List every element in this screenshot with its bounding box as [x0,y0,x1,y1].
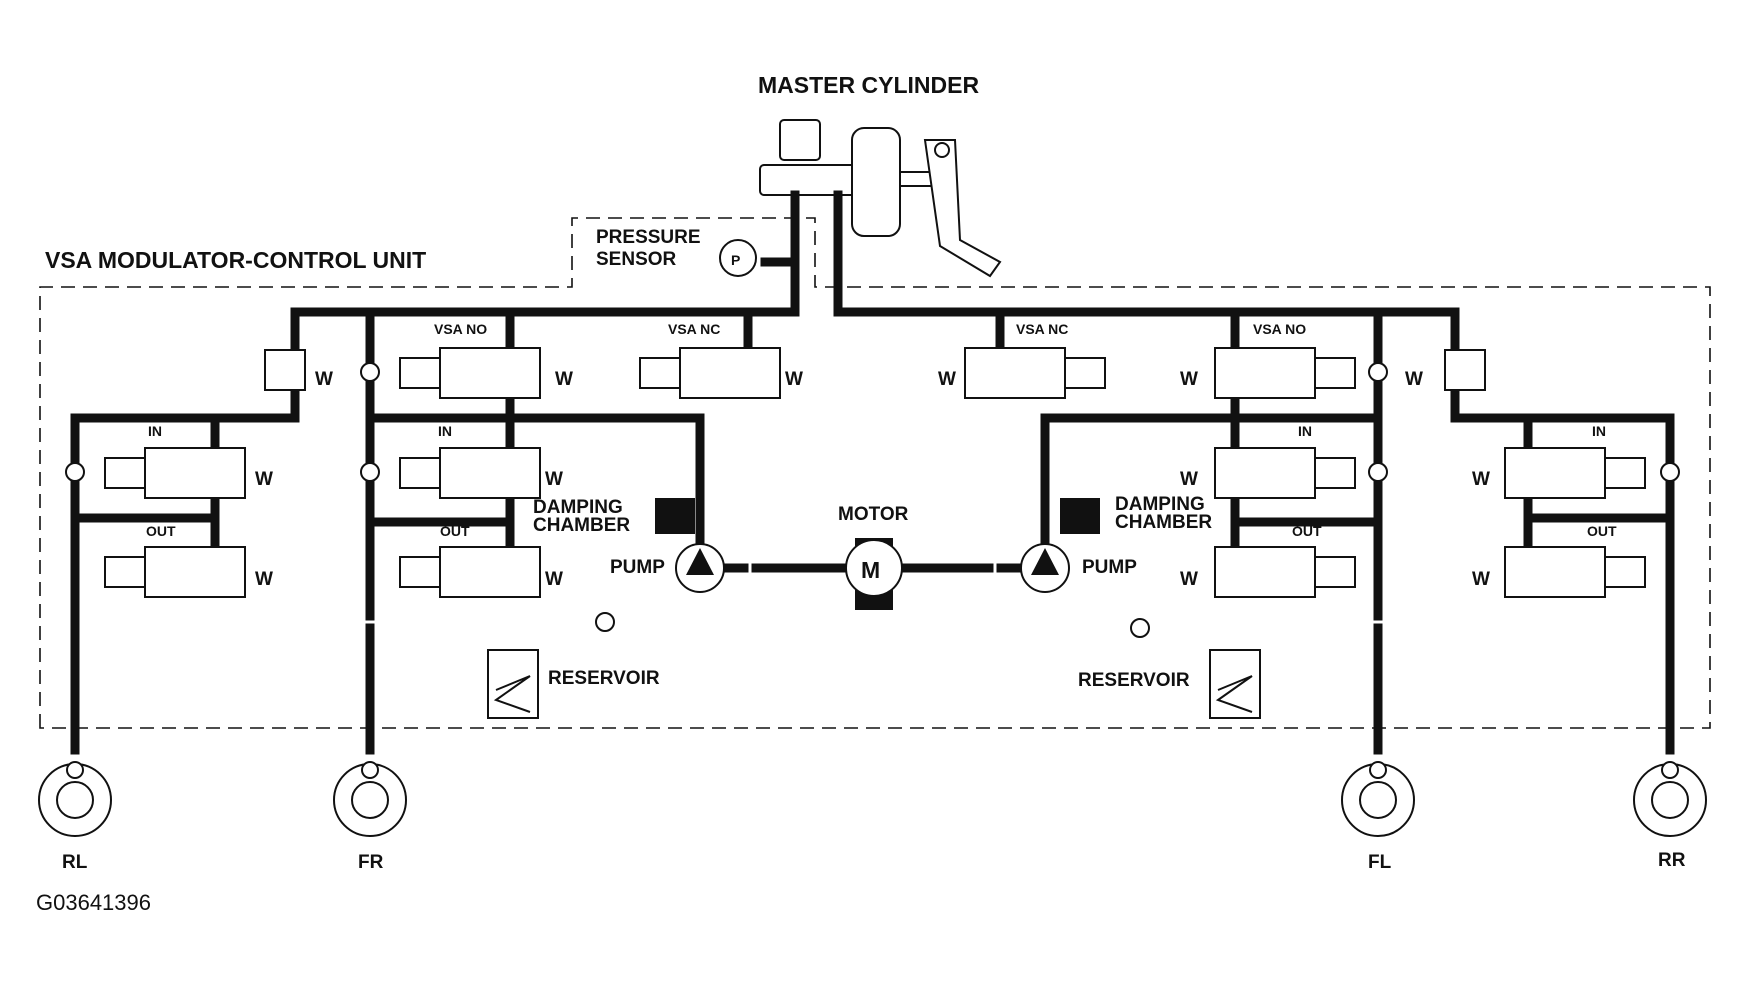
right-vsa-no-label: VSA NO [1253,321,1306,337]
master-cylinder-label: MASTER CYLINDER [758,72,979,98]
svg-text:W: W [315,369,333,390]
svg-text:W: W [255,569,273,590]
brake-rl [38,761,112,837]
svg-text:W: W [1180,369,1198,390]
brake-fl [1341,761,1415,837]
unit-label: VSA MODULATOR-CONTROL UNIT [45,247,426,273]
right-in-rr-label: IN [1592,423,1606,439]
right-out-fl-label: OUT [1292,523,1322,539]
svg-text:W: W [545,469,563,490]
svg-text:W: W [938,369,956,390]
right-out-rr-label: OUT [1587,523,1617,539]
left-in-fr-label: IN [438,423,452,439]
svg-text:W: W [785,369,803,390]
pressure-sensor-icon [719,239,757,277]
wheel-label-fr: FR [358,852,384,873]
pressure-sensor-symbol: P [731,252,740,268]
damping-chamber-right [1060,498,1100,534]
svg-text:W: W [545,569,563,590]
left-out-rl-label: OUT [146,523,176,539]
motor-symbol: M [861,557,880,583]
wheel-label-rr: RR [1658,850,1686,871]
right-damping-label-1: DAMPING [1115,494,1205,515]
pressure-lines [70,190,1675,755]
wheel-label-rl: RL [62,852,88,873]
pressure-sensor-label-1: PRESSURE [596,227,701,248]
valves: W W W W W W W W W W W [104,347,1646,598]
brake-rr [1633,761,1707,837]
reservoir-left [487,649,539,719]
figure-id: G03641396 [36,890,151,915]
left-vsa-no-label: VSA NO [434,321,487,337]
wheel-label-fl: FL [1368,852,1392,873]
left-out-fr-label: OUT [440,523,470,539]
right-damping-label-2: CHAMBER [1115,512,1212,533]
left-damping-label-1: DAMPING [533,497,623,518]
left-reservoir-label: RESERVOIR [548,668,660,689]
master-cylinder-assembly [759,119,1002,278]
svg-text:W: W [1472,569,1490,590]
return-lines [213,380,1530,650]
pressure-sensor-label-2: SENSOR [596,249,677,270]
right-pump-label: PUMP [1082,557,1137,578]
pump-left [675,543,725,593]
svg-text:W: W [1405,369,1423,390]
left-pump-label: PUMP [610,557,665,578]
right-vsa-nc-label: VSA NC [1016,321,1068,337]
svg-text:W: W [255,469,273,490]
left-damping-label-2: CHAMBER [533,515,630,536]
svg-text:W: W [555,369,573,390]
reservoir-right [1209,649,1261,719]
svg-text:W: W [1472,469,1490,490]
damping-chamber-left [655,498,695,534]
right-in-fl-label: IN [1298,423,1312,439]
motor [845,538,903,610]
pump-right [1020,543,1070,593]
motor-label: MOTOR [838,504,909,525]
check-valves [65,362,1680,638]
left-vsa-nc-label: VSA NC [668,321,720,337]
unit-boundary [39,217,1711,729]
right-reservoir-label: RESERVOIR [1078,670,1190,691]
brake-fr [333,761,407,837]
left-in-rl-label: IN [148,423,162,439]
svg-text:W: W [1180,469,1198,490]
svg-text:W: W [1180,569,1198,590]
